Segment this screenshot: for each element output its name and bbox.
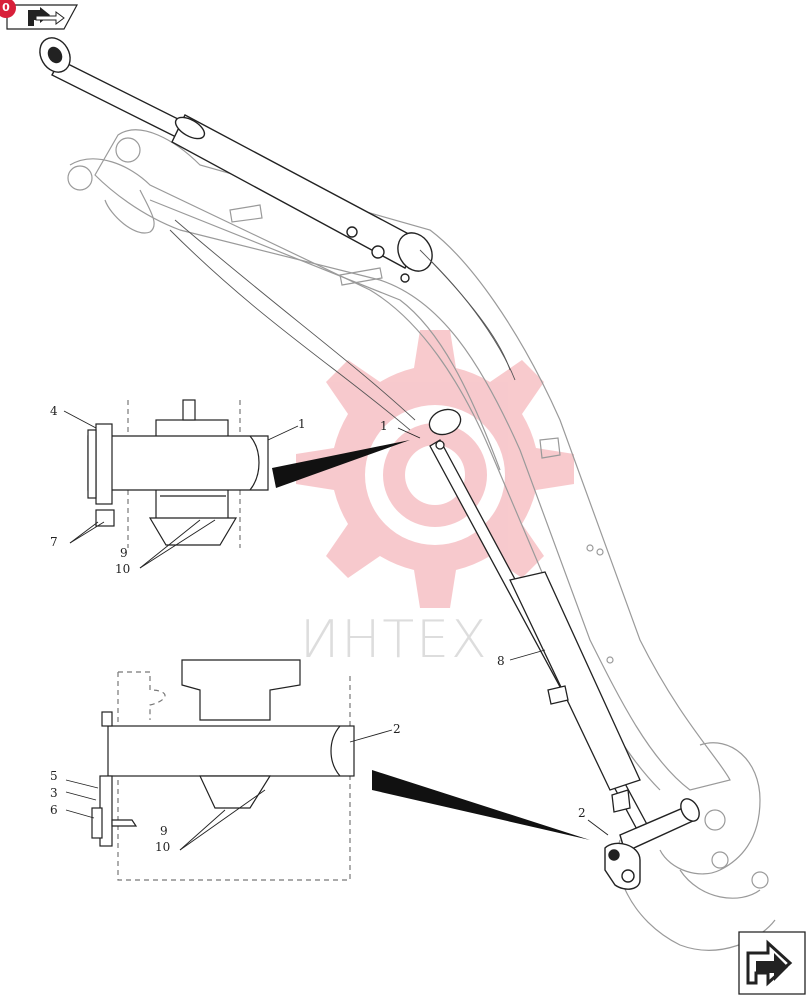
callout-10-lower[interactable]: 10 bbox=[155, 840, 170, 854]
callout-2-detail[interactable]: 2 bbox=[393, 722, 401, 736]
leader-wedge-upper bbox=[272, 440, 410, 488]
callout-2-boom[interactable]: 2 bbox=[578, 806, 586, 820]
boom-cylinder[interactable] bbox=[34, 32, 439, 283]
page-badge: 0 bbox=[0, 0, 16, 18]
prev-page-icon bbox=[6, 4, 79, 30]
callout-5[interactable]: 5 bbox=[50, 769, 58, 783]
callout-7[interactable]: 7 bbox=[50, 535, 58, 549]
callout-9-upper[interactable]: 9 bbox=[120, 546, 128, 560]
detail-view-lower bbox=[91, 659, 355, 881]
callout-labels: 4 7 1 1 9 10 8 2 5 3 6 9 10 2 bbox=[50, 404, 586, 854]
callout-leaders bbox=[63, 410, 609, 851]
watermark-gear-logo bbox=[296, 330, 574, 608]
callout-1-boom[interactable]: 1 bbox=[380, 419, 388, 433]
next-page-icon bbox=[738, 931, 806, 995]
leader-wedge-lower bbox=[372, 770, 590, 840]
callout-8[interactable]: 8 bbox=[497, 654, 505, 668]
callout-3[interactable]: 3 bbox=[50, 786, 58, 800]
callout-9-lower[interactable]: 9 bbox=[160, 824, 168, 838]
bucket-link[interactable] bbox=[604, 796, 703, 890]
callout-10-upper[interactable]: 10 bbox=[115, 562, 130, 576]
callout-1-detail[interactable]: 1 bbox=[298, 417, 306, 431]
detail-view-upper bbox=[87, 399, 269, 548]
callout-6[interactable]: 6 bbox=[50, 803, 58, 817]
next-page-button[interactable] bbox=[738, 931, 806, 995]
prev-page-button[interactable]: 0 bbox=[0, 0, 79, 30]
callout-4[interactable]: 4 bbox=[50, 404, 58, 418]
cable-routes bbox=[169, 219, 516, 431]
